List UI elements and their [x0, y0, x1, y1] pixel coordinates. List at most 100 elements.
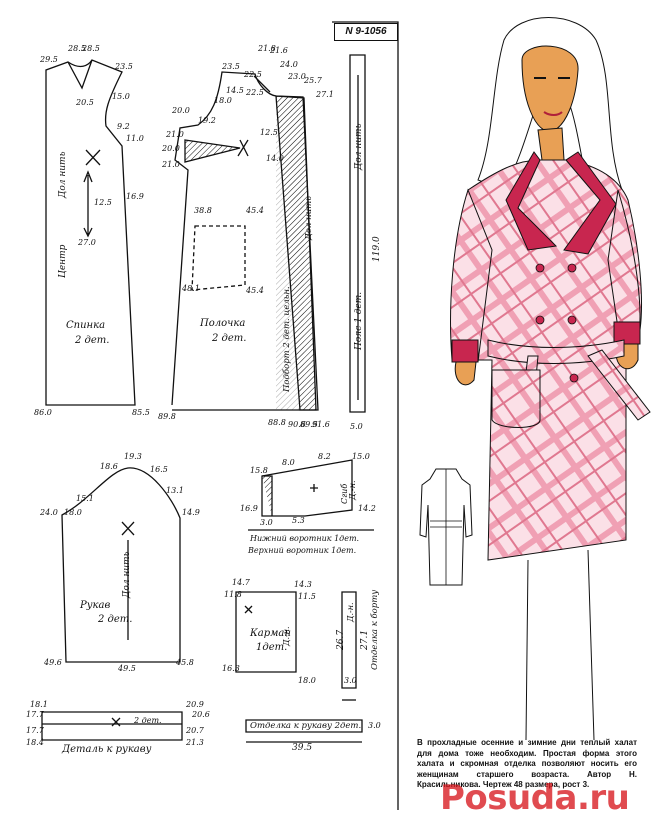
front-m16: 21.0	[162, 160, 180, 169]
collar-trim-width: 3.0	[344, 676, 357, 685]
collar-outline	[261, 459, 353, 517]
cuff-m7: 20.7	[186, 726, 204, 735]
front-m19: 38.8	[194, 206, 212, 215]
pocket-m5: 16.3	[222, 664, 240, 673]
sleeve-m7: 24.0	[40, 508, 58, 517]
front-m18: 14.0	[266, 154, 284, 163]
sleeve-m1: 19.3	[124, 452, 142, 461]
collar-trim-grain: Д.-н.	[346, 602, 355, 622]
pocket-m6: 18.0	[298, 676, 316, 685]
back-center: Центр	[58, 244, 68, 278]
front-m11: 19.2	[198, 116, 216, 125]
front-m3: 21.8	[258, 44, 276, 53]
pattern-lines	[41, 21, 399, 810]
sleeve-m5: 18.0	[64, 508, 82, 517]
belt-outline	[349, 54, 366, 413]
back-m7: 9.2	[117, 122, 130, 131]
pocket-m4: 11.5	[298, 592, 316, 601]
front-m4: 21.6	[270, 46, 288, 55]
collar-m8: 14.2	[358, 504, 376, 513]
back-m9: 16.9	[126, 192, 144, 201]
collar-m5: 16.9	[240, 504, 258, 513]
back-outline	[45, 59, 136, 406]
belt-length: 119.0	[372, 236, 382, 262]
back-m8: 11.0	[126, 134, 144, 143]
cuff-m3: 17.7	[26, 726, 44, 735]
back-grain: Дол нить	[58, 151, 68, 199]
belt-title: Пояс 1 дет.	[354, 291, 364, 350]
belt-grain: Дол нить	[354, 123, 364, 171]
front-outline	[171, 71, 319, 411]
front-m7: 22.5	[246, 88, 264, 97]
cuff-m8: 21.3	[186, 738, 204, 747]
front-m27: 91.6	[312, 420, 330, 429]
sleeve-m2: 18.6	[100, 462, 118, 471]
pattern-number: N 9-1056	[334, 23, 398, 41]
sleeve-outline	[61, 467, 181, 663]
front-m15: 20.0	[162, 144, 180, 153]
sleeve-m6: 13.1	[166, 486, 184, 495]
sleeve-m8: 14.9	[182, 508, 200, 517]
collar-upper: Верхний воротник 1дет.	[248, 546, 357, 555]
sewing-pattern-sheet: N 9-1056 Спинка 2 дет. Дол нить Центр 29…	[26, 21, 399, 810]
pocket-count: 1дет.	[256, 642, 288, 653]
fashion-illustration	[450, 17, 651, 740]
front-m24: 88.8	[268, 418, 286, 427]
pocket-grain: Д.-н.	[282, 626, 291, 646]
front-m26: 89.5	[300, 420, 318, 429]
collar-m3: 8.2	[318, 452, 331, 461]
back-m12: 86.0	[34, 408, 52, 417]
cuff-m1: 18.1	[30, 700, 48, 709]
collar-grain: Д.-н.	[348, 480, 357, 500]
collar-trim-length: 27.1	[360, 629, 370, 650]
front-m8: 25.7	[304, 76, 322, 85]
cuff-m5: 20.9	[186, 700, 204, 709]
back-m11: 27.0	[78, 238, 96, 247]
collar-m6: 5.3	[292, 516, 305, 525]
front-m5: 24.0	[280, 60, 298, 69]
front-m10: 20.0	[172, 106, 190, 115]
back-title: Спинка	[66, 320, 106, 331]
front-m1: 23.5	[222, 62, 240, 71]
sleeve-m3: 16.5	[150, 465, 168, 474]
back-m10: 12.5	[94, 198, 112, 207]
collar-trim-outline	[341, 591, 357, 689]
pocket-m1: 14.7	[232, 578, 250, 587]
collar-m1: 15.8	[250, 466, 268, 475]
sleeve-grain: Дол нить	[122, 551, 132, 599]
back-m2: 28.5	[68, 44, 86, 53]
front-m25: 90.6	[288, 420, 306, 429]
sleeve-trim-width: 3.0	[368, 721, 381, 730]
pocket-title: Карман	[250, 628, 291, 639]
cuff-title: Деталь к рукаву	[62, 744, 152, 755]
front-m20: 45.4	[246, 206, 264, 215]
front-m2: 22.5	[244, 70, 262, 79]
sleeve-m10: 49.5	[118, 664, 136, 673]
collar-trim-value2: 26.7	[336, 629, 346, 650]
back-m1: 29.5	[40, 55, 58, 64]
front-m17: 12.5	[260, 128, 278, 137]
cuff-outline	[41, 711, 183, 741]
front-count: 2 дет.	[212, 333, 247, 344]
front-m12: 18.0	[214, 96, 232, 105]
watermark-logo: Posuda.ru	[440, 778, 630, 818]
collar-m2: 8.0	[282, 458, 295, 467]
back-m5: 20.5	[76, 98, 94, 107]
sleeve-m11: 45.8	[176, 658, 194, 667]
pocket-m3: 14.3	[294, 580, 312, 589]
back-m4: 23.5	[115, 62, 133, 71]
front-m22: 45.4	[246, 286, 264, 295]
cuff-count: 2 дет.	[134, 716, 162, 725]
sleeve-trim-length: 39.5	[292, 743, 313, 753]
front-facing: Подборт 2 дет. цельн.	[282, 286, 292, 392]
front-m6: 23.0	[288, 72, 306, 81]
cuff-m4: 18.4	[26, 738, 44, 747]
cuff-m2: 17.7	[26, 710, 44, 719]
back-view-sketch	[419, 468, 473, 586]
back-m13: 85.5	[132, 408, 150, 417]
sleeve-m9: 49.6	[44, 658, 62, 667]
front-m13: 14.5	[226, 86, 244, 95]
back-m3: 28.5	[82, 44, 100, 53]
pocket-m2: 11.8	[224, 590, 242, 599]
front-m9: 27.1	[316, 90, 334, 99]
